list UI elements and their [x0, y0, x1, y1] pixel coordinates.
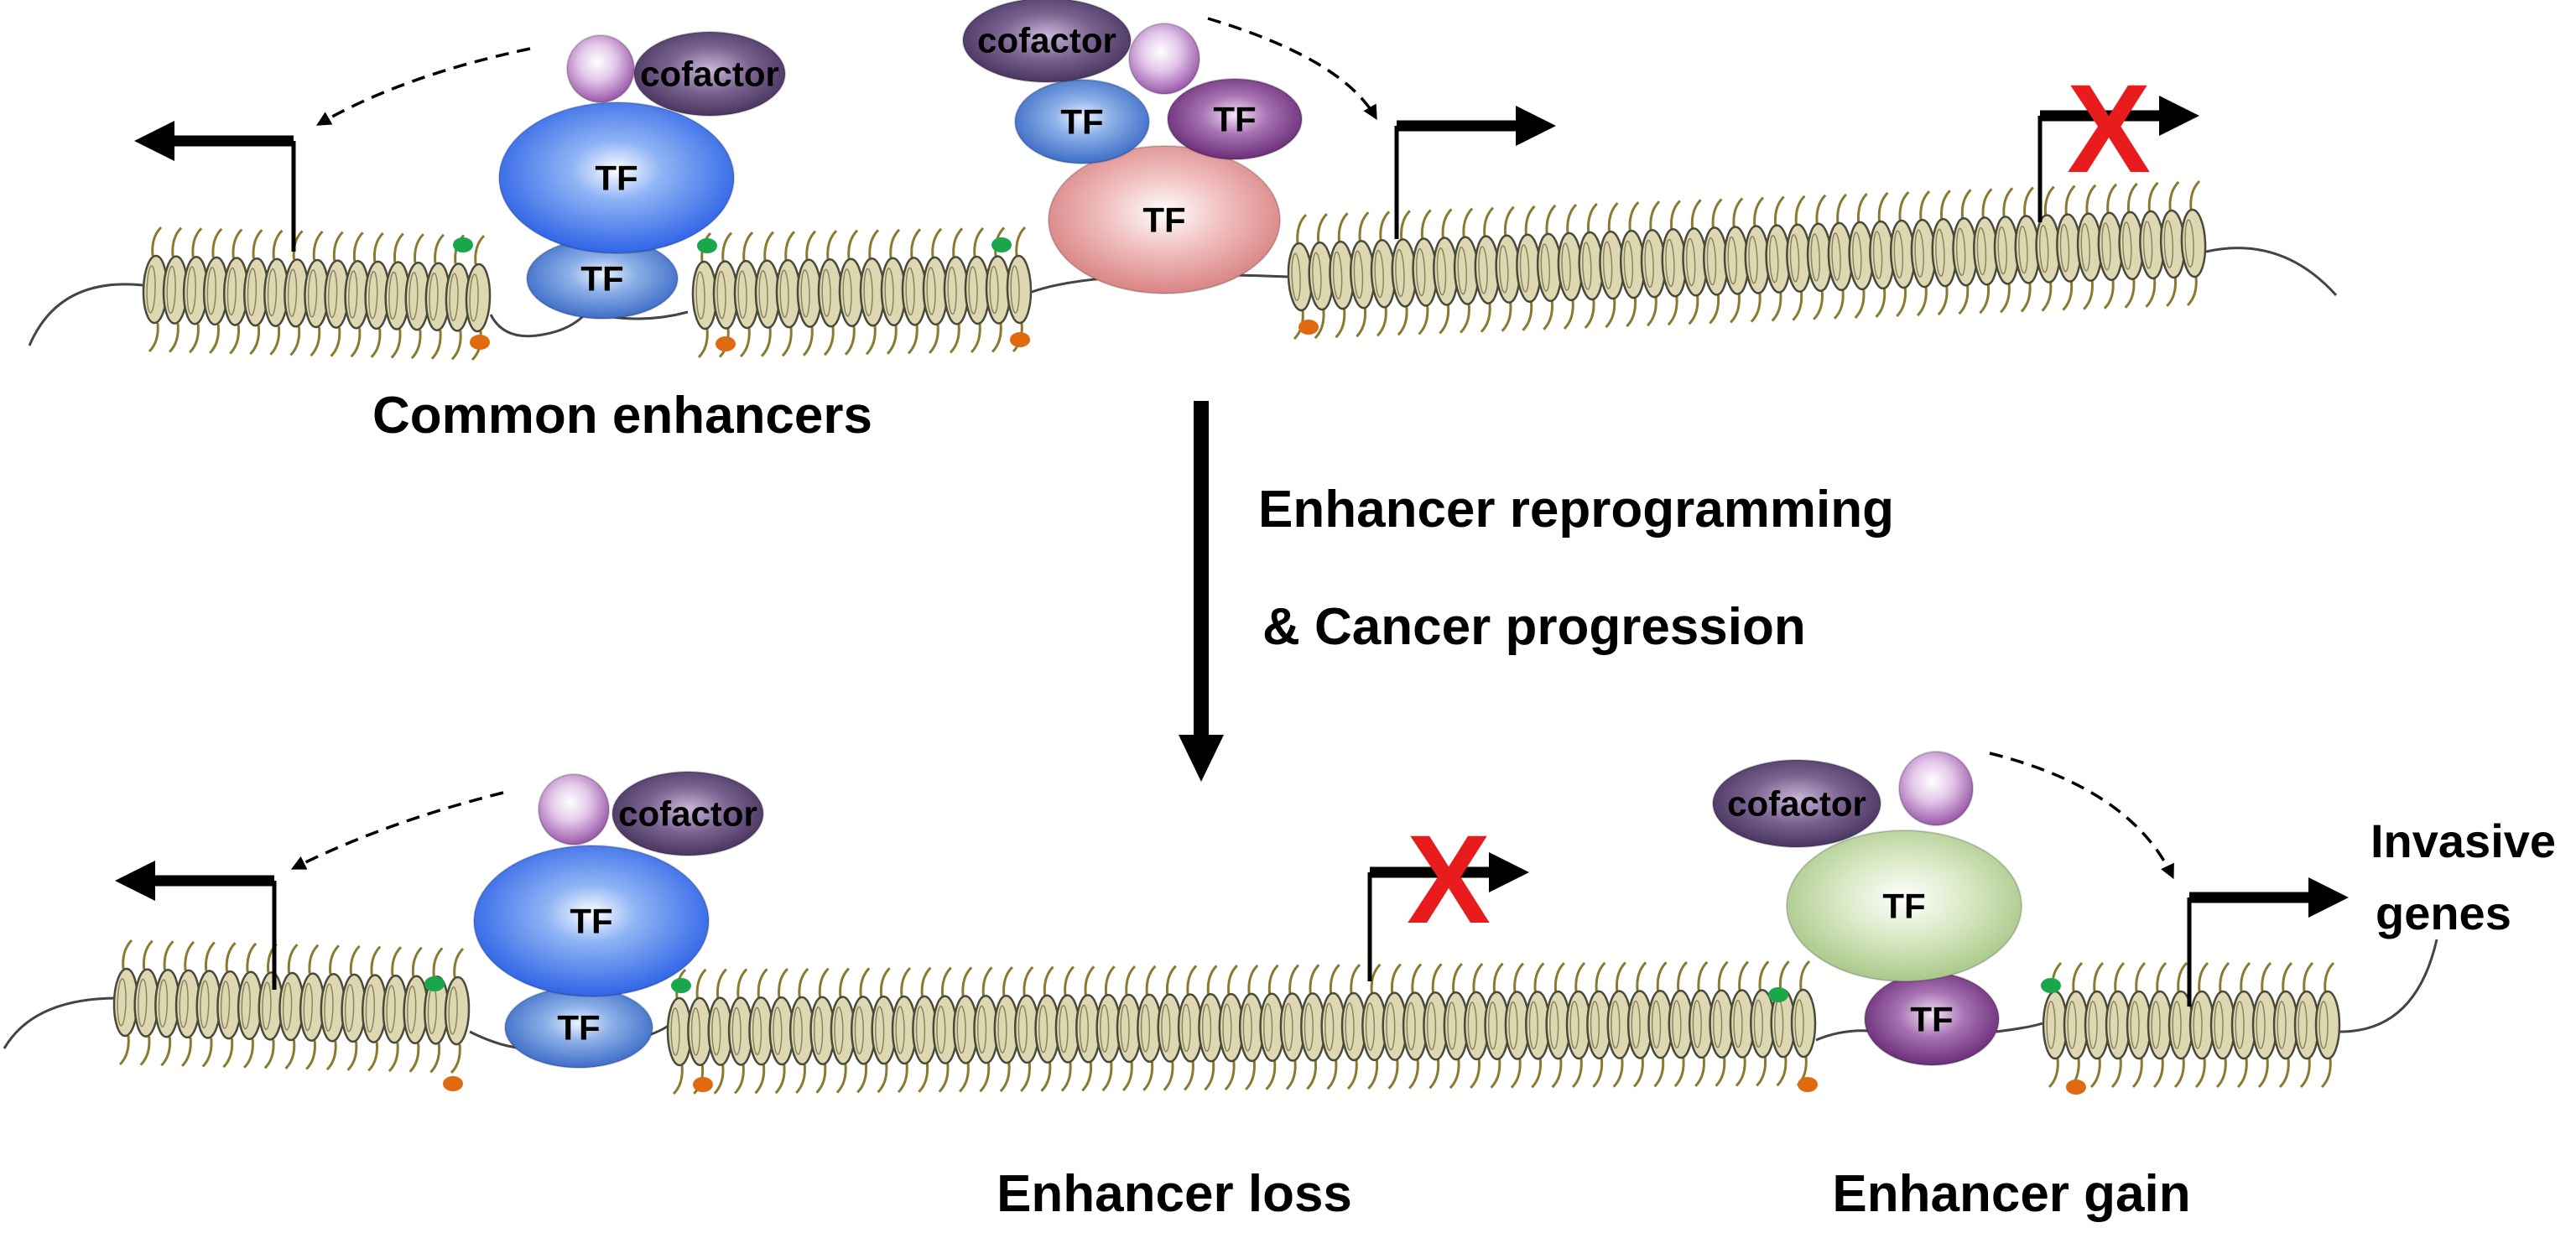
cofactor-bottom-right: cofactor — [1712, 759, 1881, 848]
active-mark — [453, 237, 473, 252]
svg-text:cofactor: cofactor — [1727, 784, 1866, 824]
svg-text:cofactor: cofactor — [618, 794, 757, 834]
common-enhancers-label: Common enhancers — [372, 387, 872, 445]
tf-pink-top-middle: TF — [1048, 145, 1281, 294]
cofactor-ball-bottom-left — [538, 773, 610, 845]
cofactor-bottom-left: cofactor — [611, 771, 764, 856]
cofactor-top-middle: cofactor — [962, 0, 1132, 83]
tf-small-top-left: TF — [526, 237, 679, 320]
active-mark — [1768, 987, 1788, 1002]
promoter-arrow-invasive-genes — [2187, 877, 2349, 1007]
fiber-top-1 — [142, 226, 492, 362]
fiber-bottom-2 — [666, 960, 1817, 1095]
cofactor-ball-top-middle — [1128, 23, 1200, 95]
cofactor-ball-top-left — [566, 34, 635, 103]
svg-text:TF: TF — [1882, 887, 1925, 926]
repression-marks: XX — [1407, 58, 2151, 949]
tf-blue-top-middle: TF — [1014, 79, 1150, 164]
repression-x-bottom-middle: X — [1407, 809, 1491, 949]
svg-text:TF: TF — [557, 1008, 600, 1048]
dna-bottom-left — [3, 996, 118, 1049]
tf-large-top-left: TF — [498, 101, 735, 254]
promoter-arrow-bottom-left — [115, 861, 277, 990]
dna-bottom-linker-4 — [1996, 1022, 2043, 1033]
svg-text:TF: TF — [595, 159, 637, 198]
promoter-arrow-top-right — [2037, 96, 2199, 222]
reprogramming-arrow — [1179, 401, 1224, 782]
promoter-arrow-top-left — [134, 121, 296, 252]
svg-text:TF: TF — [1910, 1000, 1953, 1039]
active-mark — [424, 976, 445, 991]
repressive-mark — [470, 335, 490, 350]
looping-arrow-bottom-left — [290, 791, 504, 870]
dna-top-right — [2205, 247, 2338, 297]
dna-strands — [3, 247, 2438, 1050]
reprogramming-label-line1: Enhancer reprogramming — [1258, 481, 1894, 538]
active-mark — [991, 237, 1012, 252]
svg-text:TF: TF — [580, 259, 623, 299]
fiber-bottom-1 — [112, 939, 471, 1074]
promoter-arrow-top-middle — [1394, 106, 1556, 239]
svg-text:TF: TF — [1213, 100, 1256, 139]
chromatin-fibers — [112, 179, 2341, 1095]
invasive-genes-label-line1: Invasive — [2370, 814, 2556, 867]
histone-marks — [424, 237, 2086, 1095]
tf-large-bottom-left: TF — [473, 845, 710, 997]
enhancer-gain-label: Enhancer gain — [1832, 1165, 2190, 1223]
looping-arrow-top-left — [315, 47, 531, 126]
cofactor-top-left: cofactor — [633, 31, 786, 117]
fiber-top-3 — [1287, 179, 2207, 341]
active-mark — [697, 238, 717, 253]
looping-arrow-bottom-right — [1989, 752, 2174, 880]
active-mark — [671, 978, 691, 993]
invasive-genes-label-line2: genes — [2376, 887, 2511, 939]
promoter-arrows — [115, 17, 2349, 1007]
repressive-mark — [2066, 1080, 2086, 1095]
active-mark — [2041, 978, 2061, 993]
enhancer-loss-label: Enhancer loss — [997, 1165, 1352, 1223]
repressive-mark — [1010, 332, 1030, 347]
repressive-mark — [443, 1076, 463, 1091]
repressive-mark — [1298, 320, 1319, 335]
tf-green-bottom-right: TF — [1786, 830, 2022, 982]
svg-text:cofactor: cofactor — [977, 21, 1116, 60]
reprogramming-label-line2: & Cancer progression — [1262, 598, 1806, 656]
svg-text:cofactor: cofactor — [640, 55, 779, 94]
repressive-mark — [716, 336, 736, 351]
tf-small-bottom-left: TF — [504, 986, 653, 1069]
dna-bottom-right — [2339, 939, 2438, 1033]
repressive-mark — [693, 1077, 713, 1092]
svg-text:TF: TF — [1060, 102, 1103, 142]
repression-x-top-right: X — [2067, 58, 2151, 199]
cofactor-ball-bottom-right — [1898, 751, 1974, 826]
repressive-mark — [1798, 1077, 1818, 1092]
dna-top-left — [28, 283, 143, 346]
tf-purple-bottom-right: TF — [1864, 972, 2000, 1066]
dna-top-linker-1 — [489, 310, 689, 338]
promoter-arrow-bottom-middle — [1367, 852, 1529, 981]
looping-arrow-top-middle — [1207, 17, 1377, 121]
svg-text:TF: TF — [570, 902, 612, 941]
svg-text:TF: TF — [1142, 200, 1185, 240]
fiber-top-2 — [691, 226, 1033, 359]
tf-purple-top-middle: TF — [1167, 78, 1303, 160]
fiber-bottom-3 — [2042, 961, 2341, 1089]
